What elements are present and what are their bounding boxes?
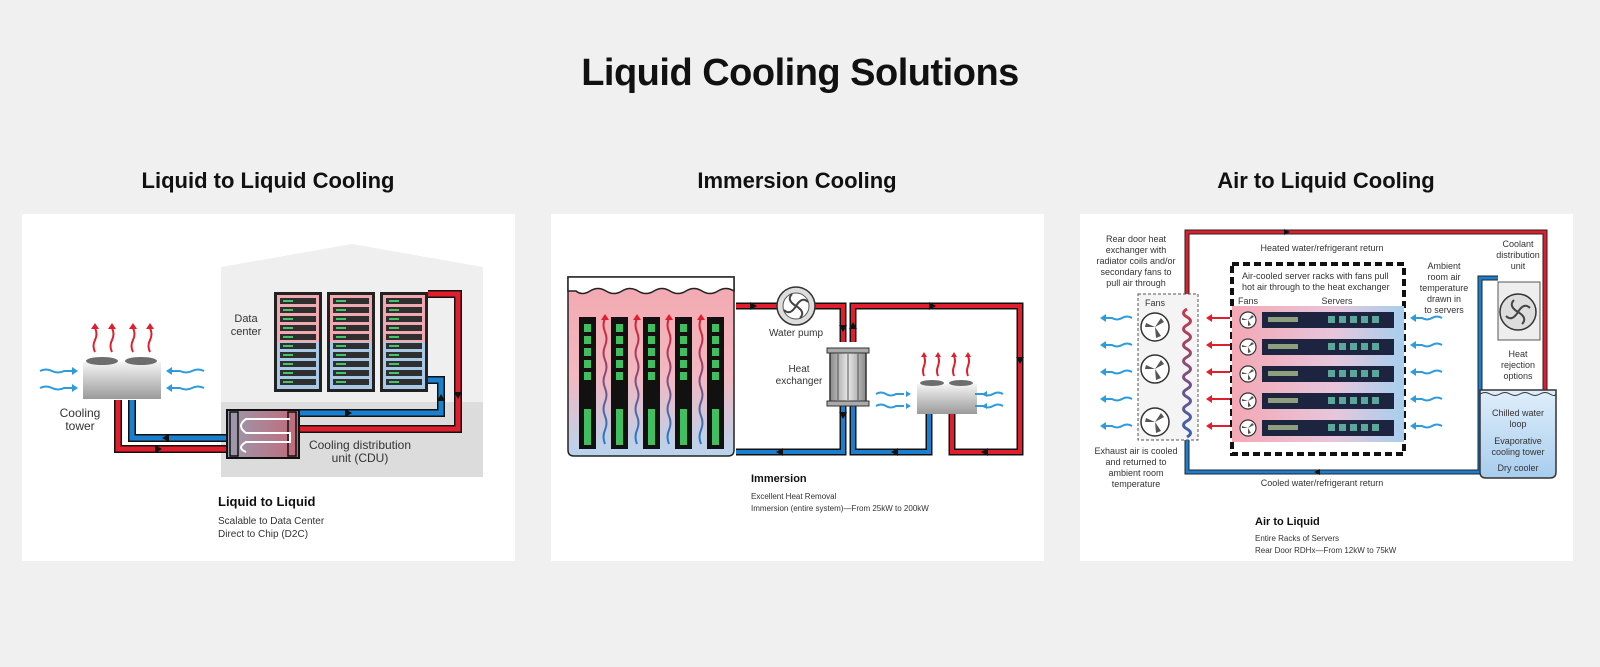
immersion-tank [567,276,735,457]
svg-text:secondary fans to: secondary fans to [1100,267,1171,277]
cooling-tower [39,323,205,399]
evaporative-label-1: Evaporative [1494,436,1542,446]
liquid-to-liquid-title: Liquid to Liquid Cooling [141,168,395,193]
svg-text:to servers: to servers [1424,305,1464,315]
svg-text:Ambient: Ambient [1427,261,1461,271]
dry-cooler-label: Dry cooler [1497,463,1538,473]
exhaust-label: Exhaust air is cooled and returned to am… [1094,446,1177,489]
chilled-water-label-1: Chilled water [1492,408,1544,418]
cold-loop-pipe [736,400,847,456]
svg-text:rejection: rejection [1501,360,1535,370]
cdu-unit [1497,281,1541,341]
svg-text:Exhaust air is cooled: Exhaust air is cooled [1094,446,1177,456]
cooling-tower-label-2: tower [65,419,94,433]
cdu-label-2: unit (CDU) [332,451,389,465]
heated-return-label: Heated water/refrigerant return [1260,243,1383,253]
liquid-to-liquid-diagram: Data center Cooling distribution unit (C… [39,244,483,477]
fan-icon [1140,312,1170,437]
liquid-to-liquid-panel: Data center Cooling distribution unit (C… [22,214,515,561]
server-racks-label-1: Air-cooled server racks with fans pull [1242,271,1389,281]
server-racks [274,292,428,392]
cooling-tower [875,352,1004,414]
liquid-to-liquid-caption-title: Liquid to Liquid [218,494,316,509]
immersion-caption-line-2: Immersion (entire system)—From 25kW to 2… [751,504,929,513]
air-to-liquid-caption-line-1: Entire Racks of Servers [1255,534,1340,543]
cdu-label-1: Cooling distribution [309,438,411,452]
immersion-cooling-title: Immersion Cooling [697,168,897,193]
air-to-liquid-caption-title: Air to Liquid [1255,516,1320,528]
immersion-caption-title: Immersion [751,473,807,485]
heat-exchanger [826,347,870,407]
svg-text:options: options [1503,371,1533,381]
water-pump [776,286,816,326]
rear-door-label: Rear door heat exchanger with radiator c… [1096,234,1175,288]
cooling-tower-label-1: Cooling [60,406,101,420]
server-racks-label-2: hot air through to the heat exchanger [1242,282,1390,292]
server-units [1239,311,1395,437]
air-to-liquid-panel: Rear door heat exchanger with radiator c… [1080,214,1573,561]
water-pump-label: Water pump [769,328,824,339]
chilled-water-label-2: loop [1509,419,1526,429]
svg-text:temperature: temperature [1420,283,1469,293]
data-center-label-1: Data [234,313,258,325]
fans-inner-label: Fans [1238,296,1259,306]
immersion-caption-line-1: Excellent Heat Removal [751,492,837,501]
svg-text:Rear door heat: Rear door heat [1106,234,1167,244]
radiator-coil [1182,307,1192,439]
evaporative-label-2: cooling tower [1491,447,1544,457]
page-title: Liquid Cooling Solutions [581,52,1019,94]
immersion-cooling-diagram: Water pump Heat exchanger [567,276,1024,457]
data-center-label-2: center [231,326,262,338]
cdu-unit [226,409,300,459]
cdu-label: Coolant distribution unit [1496,239,1540,271]
svg-text:Heat: Heat [1508,349,1528,359]
heat-rejection-label: Heat rejection options [1501,349,1535,381]
servers-label: Servers [1321,296,1353,306]
liquid-to-liquid-caption-line-2: Direct to Chip (D2C) [218,529,309,540]
svg-text:room air: room air [1427,272,1460,282]
heat-rejection-tank [1479,389,1557,479]
svg-text:and returned to: and returned to [1105,457,1166,467]
heat-exchanger-label-1: Heat [788,364,809,375]
cooled-return-label: Cooled water/refrigerant return [1261,478,1384,488]
svg-text:pull air through: pull air through [1106,278,1166,288]
svg-text:temperature: temperature [1112,479,1161,489]
air-to-liquid-diagram: Rear door heat exchanger with radiator c… [1094,229,1557,489]
svg-text:unit: unit [1511,261,1526,271]
svg-text:distribution: distribution [1496,250,1540,260]
ambient-label: Ambient room air temperature drawn in to… [1420,261,1469,315]
heat-exchanger-label-2: exchanger [776,376,823,387]
air-to-liquid-title: Air to Liquid Cooling [1217,168,1435,193]
svg-text:ambient room: ambient room [1108,468,1163,478]
svg-text:exchanger with: exchanger with [1106,245,1167,255]
air-to-liquid-caption-line-2: Rear Door RDHx—From 12kW to 75kW [1255,546,1397,555]
fans-outer-label: Fans [1145,298,1166,308]
svg-text:radiator coils and/or: radiator coils and/or [1096,256,1175,266]
svg-text:Coolant: Coolant [1502,239,1534,249]
liquid-to-liquid-caption-line-1: Scalable to Data Center [218,516,325,527]
svg-text:drawn in: drawn in [1427,294,1461,304]
secondary-hot-pipe [849,302,1024,456]
immersion-cooling-panel: Water pump Heat exchanger Immersion Exce… [551,214,1044,561]
